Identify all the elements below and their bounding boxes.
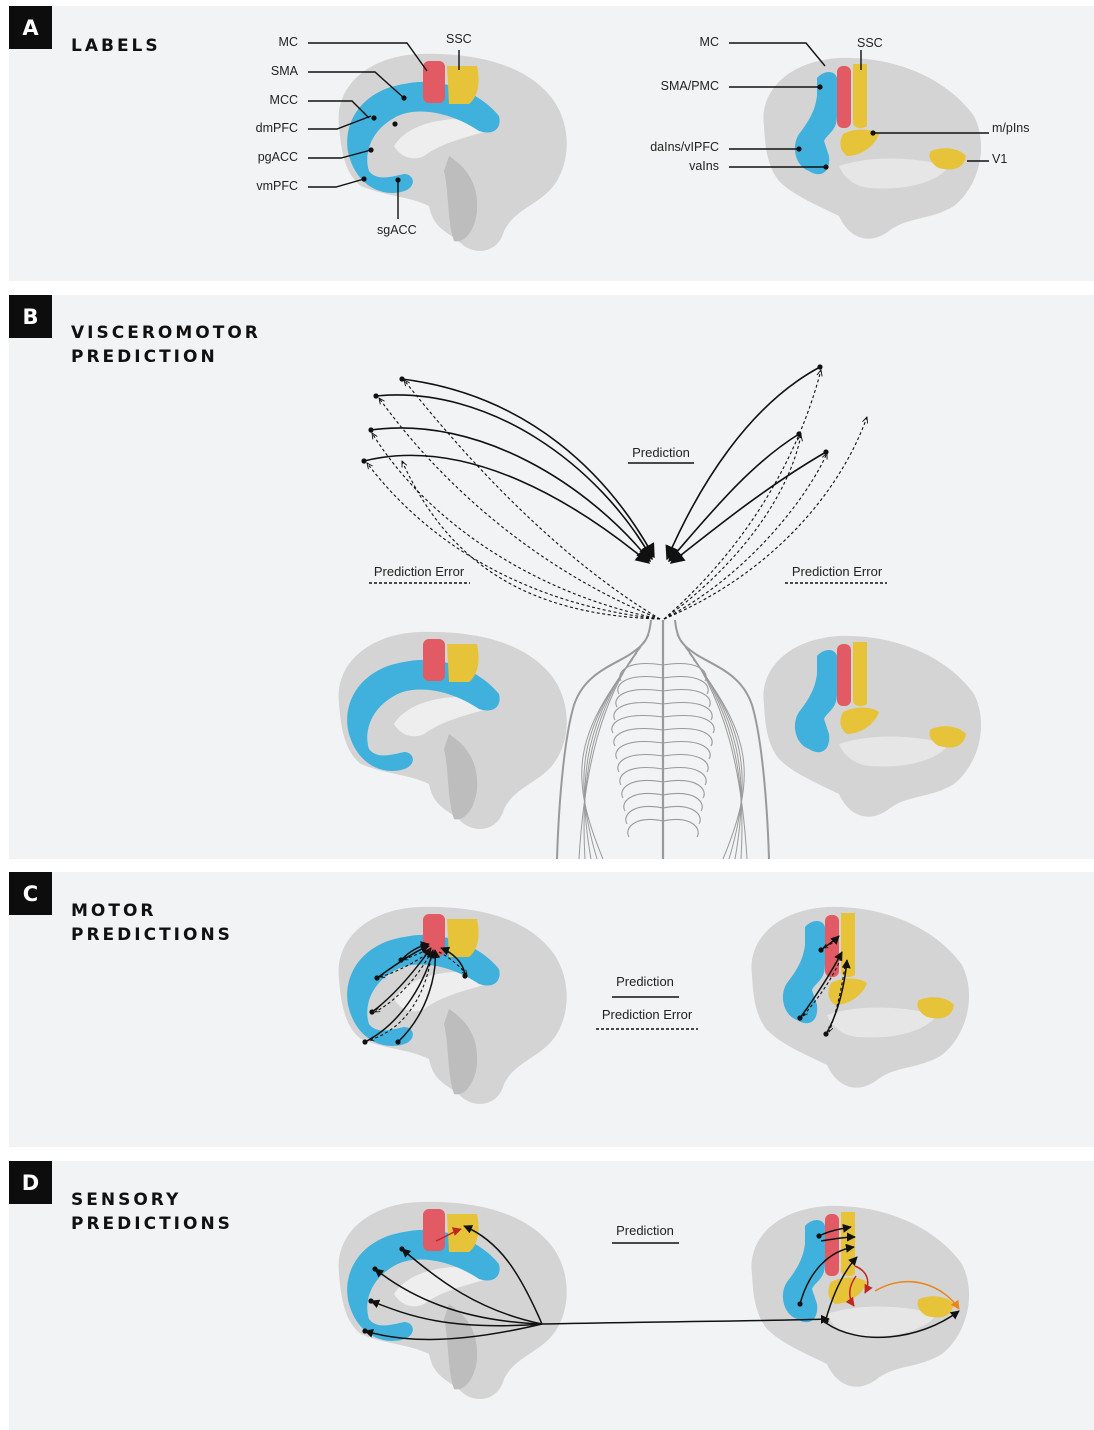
legend-error-c: Prediction Error	[601, 1007, 693, 1022]
yellow-v1	[917, 997, 954, 1019]
red-region	[837, 644, 851, 706]
lateral-brain-icon	[751, 906, 970, 1088]
yellow-insula	[840, 707, 879, 734]
red-region	[423, 1209, 445, 1251]
blue-region	[347, 659, 500, 771]
human-torso-nerves-icon	[556, 619, 770, 859]
yellow-v1	[929, 148, 966, 170]
yellow-region	[841, 1212, 855, 1277]
panel-d-diagram	[338, 1201, 970, 1399]
yellow-region	[853, 64, 867, 129]
label-sma: SMA	[270, 64, 298, 78]
panel-b-diagram	[338, 364, 982, 859]
panel-a: A LABELS MC	[9, 6, 1094, 281]
label-dmpfc: dmPFC	[255, 121, 298, 135]
yellow-insula	[840, 129, 879, 156]
label-vains: vaIns	[689, 159, 719, 173]
lateral-brain-icon	[763, 57, 982, 239]
yellow-insula	[828, 1277, 867, 1304]
label-v1: V1	[992, 152, 1008, 166]
yellow-region	[447, 919, 479, 957]
panel-a-diagram	[308, 42, 989, 251]
yellow-region	[447, 1214, 479, 1252]
label-ssc-medial: SSC	[446, 32, 472, 46]
sensory-prediction-arrows	[364, 1223, 960, 1341]
arrow-origin-dots	[361, 364, 829, 464]
yellow-region	[447, 644, 479, 682]
legend-prediction-c: Prediction	[616, 974, 674, 989]
label-vmpfc: vmPFC	[256, 179, 298, 193]
panel-c: C MOTOR PREDICTIONS	[9, 872, 1094, 1147]
panel-b-badge: B	[9, 295, 52, 338]
blue-region	[347, 81, 500, 193]
label-mc-lateral: MC	[699, 35, 719, 49]
panel-c-title: MOTOR PREDICTIONS	[71, 901, 233, 945]
blue-region	[347, 1229, 500, 1341]
legend-error-b-right: Prediction Error	[791, 564, 883, 579]
panel-a-title: LABELS	[71, 36, 161, 56]
legend-prediction-d: Prediction	[616, 1223, 674, 1238]
panel-c-badge: C	[9, 872, 52, 915]
medial-brain-icon	[338, 53, 567, 251]
blue-region	[782, 1220, 825, 1323]
medial-brain-icon	[338, 631, 567, 829]
panel-b: B VISCEROMOTOR PREDICTION	[9, 295, 1094, 859]
label-sma-pmc: SMA/PMC	[660, 79, 719, 93]
label-sgacc: sgACC	[377, 223, 417, 237]
red-region	[423, 639, 445, 681]
sensory-internal-arrows	[435, 1227, 960, 1310]
label-ssc-lateral: SSC	[857, 36, 883, 50]
motor-error-arrows	[369, 939, 846, 1040]
red-region	[837, 66, 851, 128]
panel-a-badge: A	[9, 6, 52, 49]
lateral-brain-icon	[763, 635, 982, 817]
yellow-region	[853, 642, 867, 707]
red-region	[825, 1214, 839, 1276]
medial-brain-icon	[338, 906, 567, 1104]
red-region	[423, 914, 445, 956]
yellow-v1	[929, 726, 966, 748]
red-region	[423, 61, 445, 103]
yellow-insula	[828, 978, 867, 1005]
label-dains-vlpfc: daIns/vIPFC	[650, 140, 719, 154]
yellow-region	[841, 913, 855, 978]
red-region	[825, 915, 839, 977]
label-leader-lines	[308, 42, 989, 219]
label-dots	[361, 84, 876, 183]
legend-prediction-b: Prediction	[632, 445, 690, 460]
panel-c-diagram	[338, 906, 970, 1104]
yellow-region	[447, 66, 479, 104]
sensory-origin-dots	[362, 1233, 829, 1334]
legend-error-b-left: Prediction Error	[373, 564, 465, 579]
prediction-error-arrows	[367, 370, 867, 620]
blue-region	[347, 934, 500, 1046]
panel-d-badge: D	[9, 1161, 52, 1204]
blue-region	[794, 72, 837, 175]
motor-origin-dots	[362, 947, 829, 1045]
medial-brain-icon	[338, 1201, 567, 1399]
label-mcc: MCC	[269, 93, 298, 107]
yellow-v1	[917, 1296, 954, 1318]
label-m-pins: m/pIns	[992, 121, 1030, 135]
panel-b-title: VISCEROMOTOR PREDICTION	[71, 323, 261, 367]
panel-d-title: SENSORY PREDICTIONS	[71, 1190, 233, 1234]
lateral-brain-icon	[751, 1205, 970, 1387]
blue-region	[794, 650, 837, 753]
prediction-arrows	[363, 366, 827, 564]
label-mc: MC	[278, 35, 298, 49]
panel-d: D SENSORY PREDICTIONS	[9, 1161, 1094, 1430]
label-pgacc: pgACC	[257, 150, 298, 164]
